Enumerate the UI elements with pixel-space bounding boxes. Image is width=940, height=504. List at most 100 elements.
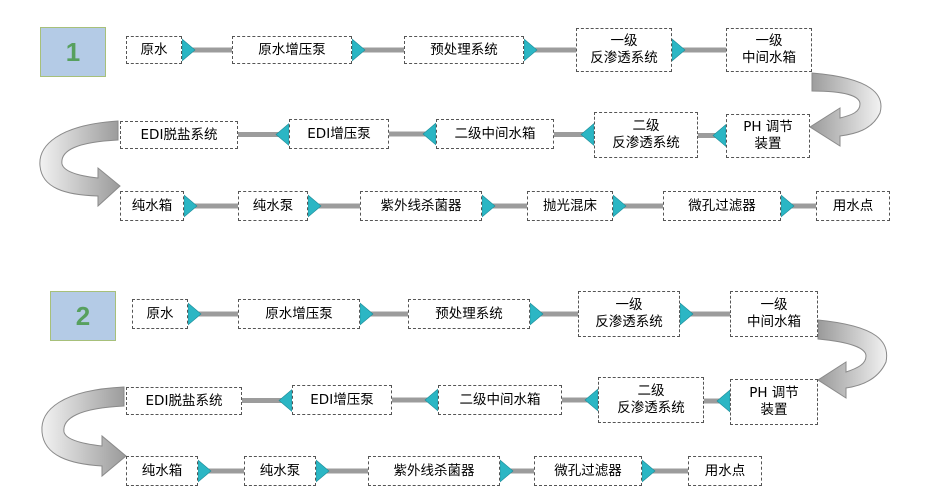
diagram1-row1-node-0: 原水 <box>126 36 182 64</box>
d2-curve-right-arrow <box>817 319 888 399</box>
diagram2-row2-connector-0-arrowhead <box>716 389 731 413</box>
diagram1-row3-node-0: 纯水箱 <box>120 191 184 221</box>
node-label-line: 一级 <box>755 33 783 49</box>
node-label-line: 反渗透系统 <box>590 50 658 66</box>
node-label-line: 一级 <box>615 297 643 313</box>
diagram1-row2-connector-0-arrowhead <box>712 123 727 148</box>
diagram1-row3-connector-2-arrowhead <box>481 194 496 218</box>
node-label-line: 纯水泵 <box>259 462 301 479</box>
diagram1-row3-connector-3-arrowhead <box>612 194 627 218</box>
diagram2-row1-connector-1-arrowhead <box>359 302 374 326</box>
diagram2-row2-connector-1 <box>562 388 599 412</box>
diagram1-row2-connector-2-arrowhead <box>422 122 437 146</box>
node-label-line: 一级 <box>760 297 788 313</box>
diagram2-row2-connector-3-bar <box>242 398 292 403</box>
diagram2-row1-connector-3-arrowhead <box>679 302 694 326</box>
diagram1-row2-node-0: PH 调节装置 <box>726 114 810 158</box>
diagram1-row3-connector-4-arrowhead <box>780 194 795 218</box>
diagram1-row1-connector-0-bar <box>182 47 232 53</box>
diagram2-row3-connector-0-bar <box>198 468 244 474</box>
node-label-line: PH 调节 <box>743 119 793 135</box>
d2-curve-left-arrow <box>41 386 127 478</box>
diagram2-row1-node-3: 一级反渗透系统 <box>578 291 680 337</box>
diagram1-row3-connector-0 <box>183 194 238 218</box>
node-label-line: 纯水泵 <box>252 197 294 214</box>
diagram2-row1-node-2: 预处理系统 <box>408 299 530 329</box>
diagram1-row1-node-1: 原水增压泵 <box>232 36 352 64</box>
node-label-line: EDI增压泵 <box>307 125 371 142</box>
diagram1-row3-node-3: 抛光混床 <box>527 191 613 221</box>
diagram2-row3-node-2: 紫外线杀菌器 <box>368 456 500 486</box>
diagram1-row3-node-2: 紫外线杀菌器 <box>360 191 482 221</box>
diagram2-row2-connector-2 <box>392 388 439 412</box>
diagram1-row3-connector-2-bar <box>482 203 527 209</box>
diagram2-row1-node-4: 一级中间水箱 <box>730 291 818 337</box>
diagram1-row3-connector-1-bar <box>308 203 360 209</box>
d1-curve-right-arrow <box>809 72 882 147</box>
diagram2-row3-connector-1 <box>315 459 368 483</box>
diagram1-row1-connector-2 <box>523 38 576 62</box>
node-label-line: 纯水箱 <box>141 462 183 479</box>
diagram1-row1-connector-1-arrowhead <box>351 38 366 62</box>
node-label-line: 预处理系统 <box>430 41 498 58</box>
diagram2-row1-node-1: 原水增压泵 <box>238 299 360 329</box>
node-label-line: 反渗透系统 <box>617 400 685 416</box>
diagram2-row1-connector-1 <box>359 302 408 326</box>
diagram2-row3-node-4: 用水点 <box>688 456 762 486</box>
diagram2-row3-connector-0-arrowhead <box>197 459 212 483</box>
diagram2-row2-node-4: EDI脱盐系统 <box>126 387 242 415</box>
diagram1-row2-node-1: 二级反渗透系统 <box>594 112 698 158</box>
diagram1-row2-connector-1 <box>554 122 595 147</box>
node-label-line: 原水增压泵 <box>258 41 326 58</box>
node-label-line: 二级 <box>637 383 665 399</box>
diagram2-row3-connector-1-arrowhead <box>315 459 330 483</box>
diagram2-row3-connector-2-arrowhead <box>499 459 514 483</box>
diagram2-row1-connector-2 <box>529 302 578 326</box>
node-label-line: 微孔过滤器 <box>554 462 622 479</box>
diagram1-row3-connector-1 <box>307 194 360 218</box>
diagram1-row2-connector-2 <box>389 122 437 146</box>
diagram2-row1-connector-3-bar <box>680 311 730 317</box>
diagram1-row1-connector-0 <box>181 38 232 62</box>
node-label-line: 反渗透系统 <box>612 135 680 151</box>
diagram2-row2-node-0: PH 调节装置 <box>730 379 818 425</box>
diagram2-row3-connector-3-arrowhead <box>641 459 656 483</box>
node-label-line: 紫外线杀菌器 <box>393 462 475 479</box>
diagram1-row2-connector-3-bar <box>238 132 289 137</box>
diagram2-row1-connector-0-arrowhead <box>187 302 202 326</box>
node-label-line: 纯水箱 <box>131 197 173 214</box>
diagram2-row3-connector-2-bar <box>500 468 534 474</box>
diagram1-row3-connector-0-bar <box>184 203 238 209</box>
diagram1-row1-connector-2-bar <box>524 47 576 53</box>
diagram1-row2-connector-1-arrowhead <box>580 122 595 147</box>
diagram2-row2-node-2: 二级中间水箱 <box>438 385 562 415</box>
diagram1-row1-connector-1 <box>351 38 404 62</box>
node-label-line: 原水 <box>140 41 168 58</box>
diagram2-row1-connector-2-bar <box>530 311 578 317</box>
node-label-line: 二级中间水箱 <box>459 391 541 408</box>
node-label-line: 预处理系统 <box>435 305 503 322</box>
diagram1-row1-node-4: 一级中间水箱 <box>726 28 812 72</box>
diagram2-row2-connector-2-bar <box>392 397 438 403</box>
diagram1-row1-node-3: 一级反渗透系统 <box>576 28 672 72</box>
diagram1-row2-node-2: 二级中间水箱 <box>436 119 554 149</box>
node-label-line: 中间水箱 <box>747 314 801 330</box>
diagram1-row1-node-2: 预处理系统 <box>404 36 524 64</box>
node-label-line: EDI增压泵 <box>310 391 374 408</box>
diagram2-row1-connector-0-bar <box>188 311 238 317</box>
diagram1-row3-connector-2 <box>481 194 527 218</box>
diagram2-row3-node-0: 纯水箱 <box>126 456 198 486</box>
diagram2-row3-node-3: 微孔过滤器 <box>534 456 642 486</box>
diagram1-row3-node-5: 用水点 <box>816 191 890 221</box>
diagram2-row3-connector-0 <box>197 459 244 483</box>
diagram1-row2-connector-2-bar <box>389 131 436 137</box>
diagram1-row2-connector-0 <box>698 123 727 148</box>
diagram1-row2-connector-3 <box>238 122 290 147</box>
node-label-line: 二级 <box>632 118 660 134</box>
node-label-line: 反渗透系统 <box>595 314 663 330</box>
diagram1-row1-connector-3 <box>671 38 726 62</box>
node-label-line: PH 调节 <box>749 385 799 401</box>
diagram1-row1-connector-0-arrowhead <box>181 38 196 62</box>
diagram2-row2-connector-3 <box>242 388 293 413</box>
